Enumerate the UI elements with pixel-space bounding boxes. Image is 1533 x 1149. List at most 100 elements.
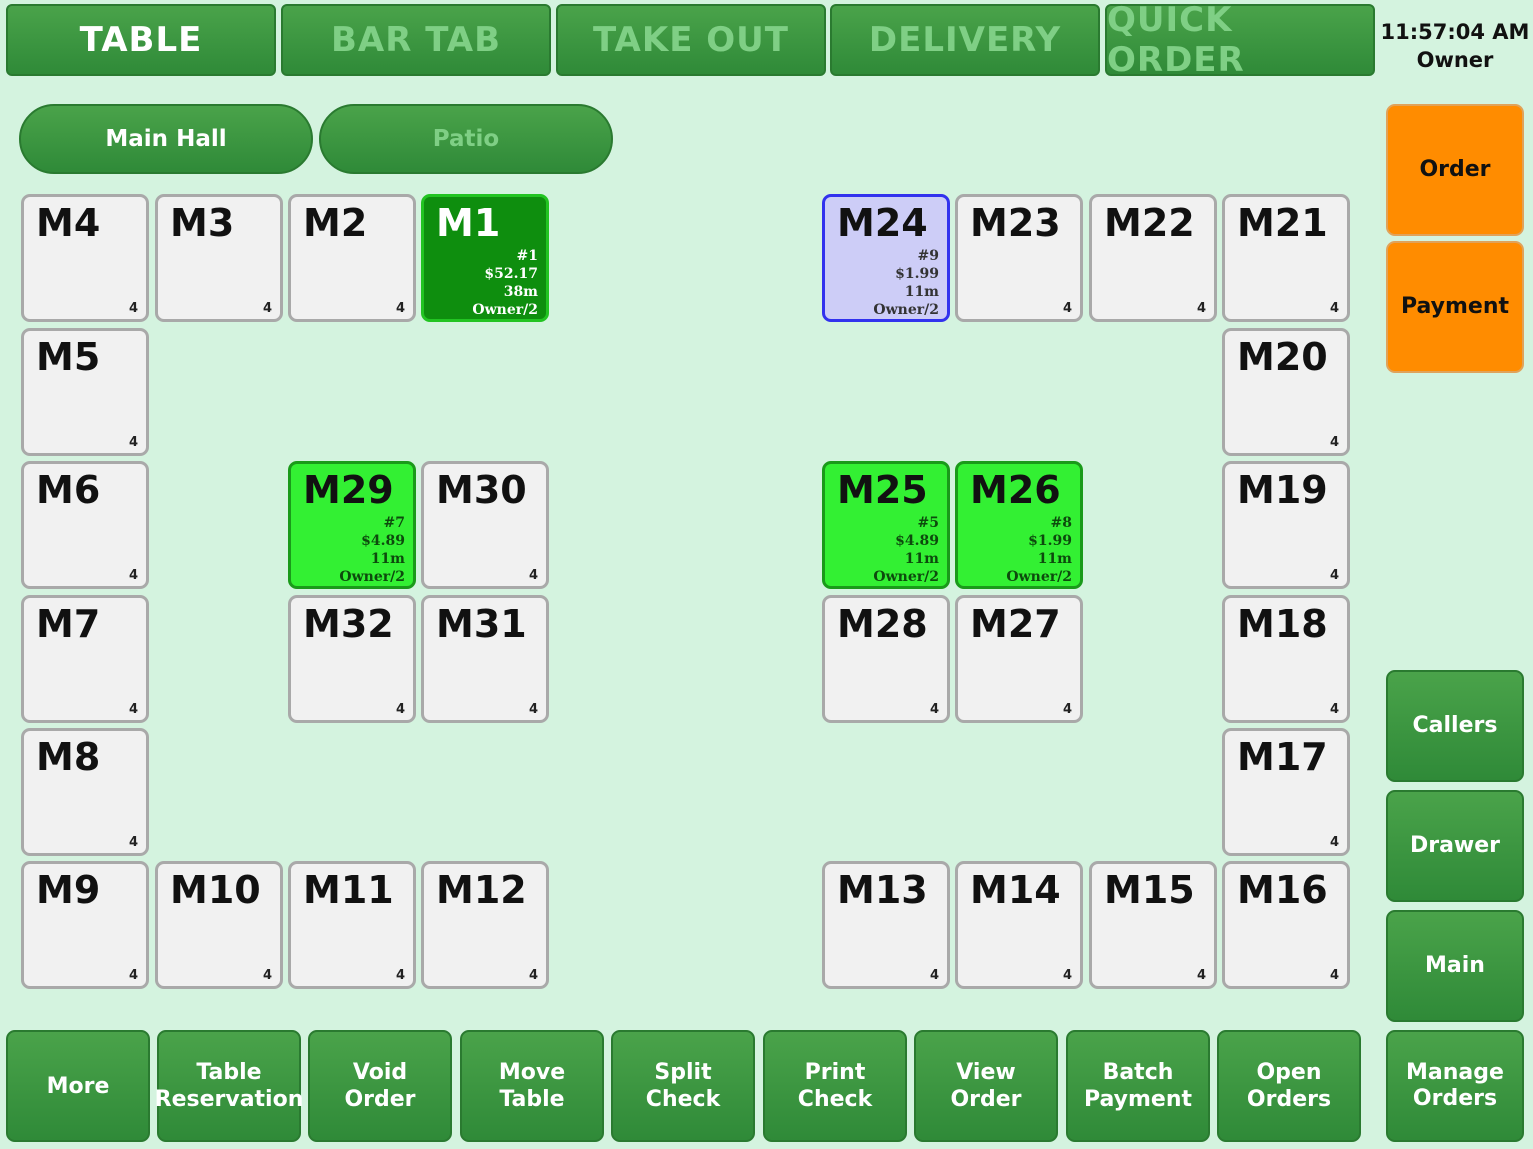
table-name: M19 [1237,468,1328,512]
table-tile-m25[interactable]: M25 #5 $4.89 11m Owner/2 [822,461,950,589]
order-number: #5 [917,515,939,531]
table-tile-m18[interactable]: M18 4 [1222,595,1350,723]
manage-orders-button[interactable]: Manage Orders [1386,1030,1524,1142]
table-name: M12 [436,868,527,912]
table-seats: 4 [1329,702,1339,717]
table-tile-m23[interactable]: M23 4 [955,194,1083,322]
table-reservation-button[interactable]: Table Reservation [155,1030,303,1142]
table-seats: 4 [1329,435,1339,450]
table-tile-m19[interactable]: M19 4 [1222,461,1350,589]
view-order-button[interactable]: View Order [914,1030,1058,1142]
callers-button[interactable]: Callers [1386,670,1524,782]
table-seats: 4 [395,968,405,983]
table-tile-m27[interactable]: M27 4 [955,595,1083,723]
table-tile-m11[interactable]: M11 4 [288,861,416,989]
table-name: M27 [970,602,1061,646]
move-table-button[interactable]: Move Table [460,1030,604,1142]
tab-bar-tab[interactable]: BAR TAB [281,4,551,76]
room-main-hall[interactable]: Main Hall [19,104,313,174]
table-tile-m8[interactable]: M8 4 [21,728,149,856]
table-tile-m30[interactable]: M30 4 [421,461,549,589]
table-tile-m22[interactable]: M22 4 [1089,194,1217,322]
table-name: M5 [36,335,101,379]
table-seats: 4 [1062,702,1072,717]
table-seats: 4 [528,968,538,983]
table-tile-m10[interactable]: M10 4 [155,861,283,989]
table-name: M28 [837,602,928,646]
table-tile-m26[interactable]: M26 #8 $1.99 11m Owner/2 [955,461,1083,589]
order-elapsed: 38m [503,284,538,300]
table-tile-m29[interactable]: M29 #7 $4.89 11m Owner/2 [288,461,416,589]
table-tile-m20[interactable]: M20 4 [1222,328,1350,456]
table-name: M6 [36,468,101,512]
table-tile-m5[interactable]: M5 4 [21,328,149,456]
order-server: Owner/2 [1006,569,1072,585]
order-server: Owner/2 [339,569,405,585]
tab-quick-order[interactable]: QUICK ORDER [1105,0,1375,80]
table-seats: 4 [1196,301,1206,316]
drawer-button[interactable]: Drawer [1386,790,1524,902]
order-amount: $4.89 [895,533,939,549]
table-tile-m12[interactable]: M12 4 [421,861,549,989]
tab-take-out[interactable]: TAKE OUT [556,4,826,76]
table-order-info: #8 $1.99 11m Owner/2 [1006,514,1072,586]
tab-table[interactable]: TABLE [6,4,276,76]
order-elapsed: 11m [370,551,405,567]
table-tile-m7[interactable]: M7 4 [21,595,149,723]
table-seats: 4 [1329,968,1339,983]
table-tile-m13[interactable]: M13 4 [822,861,950,989]
table-tile-m3[interactable]: M3 4 [155,194,283,322]
table-seats: 4 [262,301,272,316]
table-name: M24 [837,201,928,245]
order-number: #1 [516,248,538,264]
order-amount: $1.99 [1028,533,1072,549]
order-elapsed: 11m [1037,551,1072,567]
table-tile-m14[interactable]: M14 4 [955,861,1083,989]
table-tile-m24[interactable]: M24 #9 $1.99 11m Owner/2 [822,194,950,322]
table-name: M8 [36,735,101,779]
table-name: M14 [970,868,1061,912]
void-order-button[interactable]: Void Order [308,1030,452,1142]
table-tile-m6[interactable]: M6 4 [21,461,149,589]
table-name: M11 [303,868,394,912]
table-tile-m32[interactable]: M32 4 [288,595,416,723]
batch-payment-button[interactable]: Batch Payment [1066,1030,1210,1142]
table-tile-m15[interactable]: M15 4 [1089,861,1217,989]
room-patio[interactable]: Patio [319,104,613,174]
table-seats: 4 [929,702,939,717]
table-tile-m17[interactable]: M17 4 [1222,728,1350,856]
table-name: M20 [1237,335,1328,379]
open-orders-button[interactable]: Open Orders [1217,1030,1361,1142]
table-tile-m28[interactable]: M28 4 [822,595,950,723]
table-tile-m9[interactable]: M9 4 [21,861,149,989]
table-tile-m2[interactable]: M2 4 [288,194,416,322]
tab-delivery[interactable]: DELIVERY [830,4,1100,76]
table-seats: 4 [929,968,939,983]
order-button[interactable]: Order [1386,104,1524,236]
payment-button[interactable]: Payment [1386,241,1524,373]
table-name: M3 [170,201,235,245]
table-order-info: #9 $1.99 11m Owner/2 [873,247,939,319]
table-name: M4 [36,201,101,245]
table-name: M31 [436,602,527,646]
table-tile-m16[interactable]: M16 4 [1222,861,1350,989]
table-tile-m1[interactable]: M1 #1 $52.17 38m Owner/2 [421,194,549,322]
table-name: M9 [36,868,101,912]
split-check-button[interactable]: Split Check [611,1030,755,1142]
table-name: M7 [36,602,101,646]
table-name: M22 [1104,201,1195,245]
table-seats: 4 [528,568,538,583]
table-name: M23 [970,201,1061,245]
table-tile-m4[interactable]: M4 4 [21,194,149,322]
table-tile-m31[interactable]: M31 4 [421,595,549,723]
table-name: M18 [1237,602,1328,646]
main-button[interactable]: Main [1386,910,1524,1022]
table-name: M21 [1237,201,1328,245]
clock-time: 11:57:04 AM [1380,20,1530,44]
table-tile-m21[interactable]: M21 4 [1222,194,1350,322]
print-check-button[interactable]: Print Check [763,1030,907,1142]
more-button[interactable]: More [6,1030,150,1142]
table-seats: 4 [1196,968,1206,983]
table-seats: 4 [395,702,405,717]
table-seats: 4 [528,702,538,717]
